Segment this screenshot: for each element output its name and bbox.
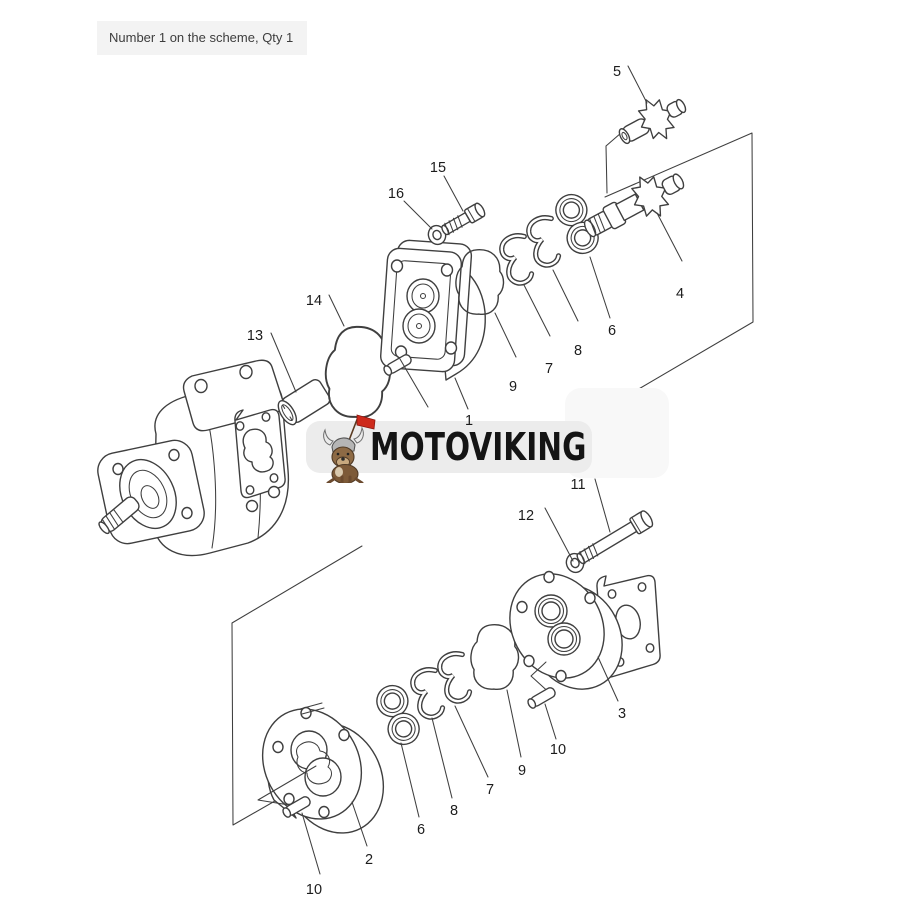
part-7-snap-ring-upper bbox=[499, 234, 535, 286]
part-3-cover bbox=[509, 570, 661, 711]
main-pump-body bbox=[97, 359, 290, 557]
helmet-horn-left-icon bbox=[323, 428, 334, 446]
red-flag-icon bbox=[356, 414, 376, 430]
part-callout-8: 8 bbox=[449, 803, 459, 819]
scheme-caption: Number 1 on the scheme, Qty 1 bbox=[97, 21, 308, 55]
part-7-snap-ring-lower bbox=[437, 652, 473, 704]
part-4-gear-shaft bbox=[583, 168, 685, 238]
part-callout-7: 7 bbox=[544, 361, 554, 377]
part-2-flange bbox=[257, 702, 385, 834]
viking-dog-mascot-icon bbox=[312, 411, 378, 483]
part-callout-2: 2 bbox=[364, 852, 374, 868]
part-5-gear bbox=[618, 91, 687, 148]
part-callout-6: 6 bbox=[607, 323, 617, 339]
part-callout-1: 1 bbox=[464, 413, 474, 429]
callout-leader-lines bbox=[270, 65, 683, 875]
part-callout-10: 10 bbox=[305, 882, 323, 898]
part-callout-15: 15 bbox=[429, 160, 447, 176]
helmet-horn-right-icon bbox=[353, 426, 364, 444]
part-callout-7: 7 bbox=[485, 782, 495, 798]
part-8-snap-ring-upper bbox=[526, 216, 562, 268]
part-callout-14: 14 bbox=[305, 293, 323, 309]
part-10-pin-right bbox=[525, 685, 558, 711]
part-15-bolt bbox=[441, 202, 486, 236]
part-callout-16: 16 bbox=[387, 186, 405, 202]
part-callout-9: 9 bbox=[508, 379, 518, 395]
part-callout-11: 11 bbox=[570, 477, 586, 493]
part-callout-6: 6 bbox=[416, 822, 426, 838]
part-11-bolt bbox=[576, 510, 654, 565]
part-callout-10: 10 bbox=[549, 742, 567, 758]
part-callout-12: 12 bbox=[517, 508, 535, 524]
pump-drive-shaft bbox=[98, 496, 140, 535]
part-callout-4: 4 bbox=[675, 286, 685, 302]
part-1-housing bbox=[380, 239, 486, 381]
part-callout-9: 9 bbox=[517, 763, 527, 779]
part-callout-8: 8 bbox=[573, 343, 583, 359]
brand-wordmark: MOTOVIKING bbox=[370, 425, 587, 469]
part-callout-3: 3 bbox=[617, 706, 627, 722]
part-callout-13: 13 bbox=[246, 328, 264, 344]
gear-axis-connector bbox=[605, 132, 622, 194]
motoviking-logo: MOTOVIKING bbox=[306, 414, 592, 483]
part-13-bushing bbox=[277, 379, 331, 426]
upper-plane-outline bbox=[604, 132, 754, 391]
part-callout-5: 5 bbox=[612, 64, 622, 80]
